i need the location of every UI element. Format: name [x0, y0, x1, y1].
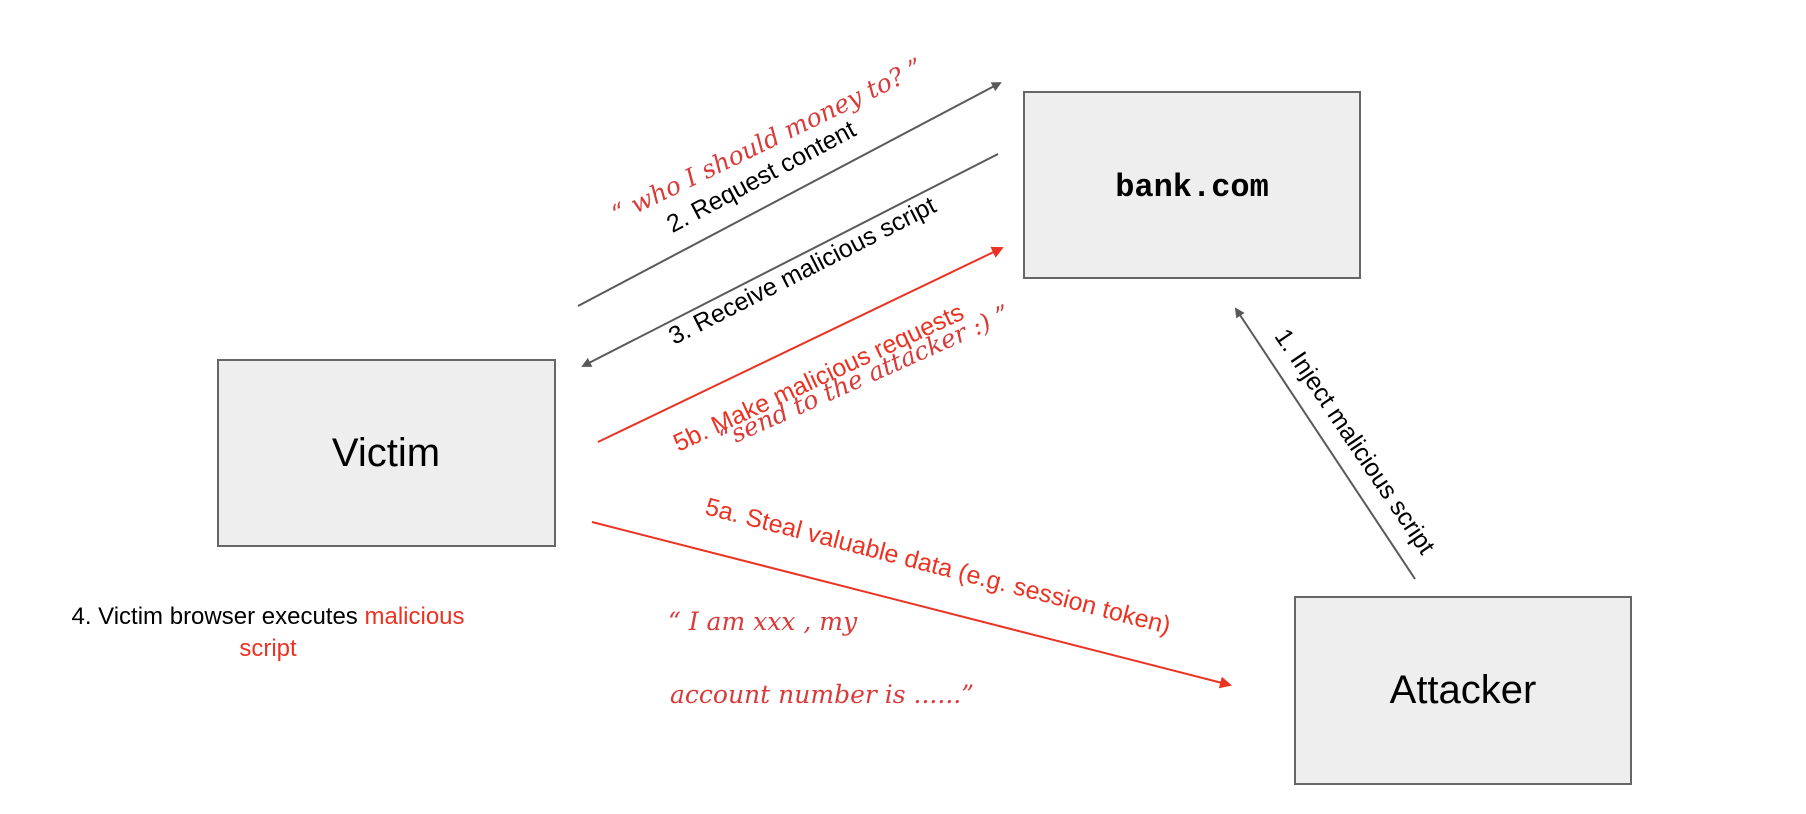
note-who-money: “ who I should money to? ” — [607, 52, 927, 228]
node-victim: Victim — [217, 359, 556, 547]
note-account-line2: account number is ......” — [670, 680, 974, 709]
note-send-attacker: “send to the attacker :) ” — [715, 299, 1015, 454]
arrow-receive-script — [581, 153, 999, 367]
arrow-request-content — [577, 82, 1002, 307]
label-step1: 1. Inject malicious script — [1269, 324, 1441, 560]
note-account-line1: “ I am xxx , my — [668, 607, 858, 636]
arrow-steal-data — [591, 521, 1232, 689]
node-attacker: Attacker — [1294, 596, 1632, 785]
arrow-malicious-requests — [597, 246, 1004, 443]
arrow-inject-script — [1234, 307, 1416, 580]
caption-highlight-2: script — [239, 635, 297, 662]
caption-prefix: 4. Victim browser executes — [71, 603, 364, 630]
attacker-label: Attacker — [1390, 668, 1537, 712]
victim-label: Victim — [332, 431, 440, 475]
bank-label: bank.com — [1115, 169, 1269, 206]
caption-highlight-1: malicious — [364, 603, 464, 630]
caption-line1: 4. Victim browser executes malicious — [71, 603, 464, 630]
node-bank: bank.com — [1023, 91, 1361, 279]
caption-line2: script — [239, 635, 297, 662]
